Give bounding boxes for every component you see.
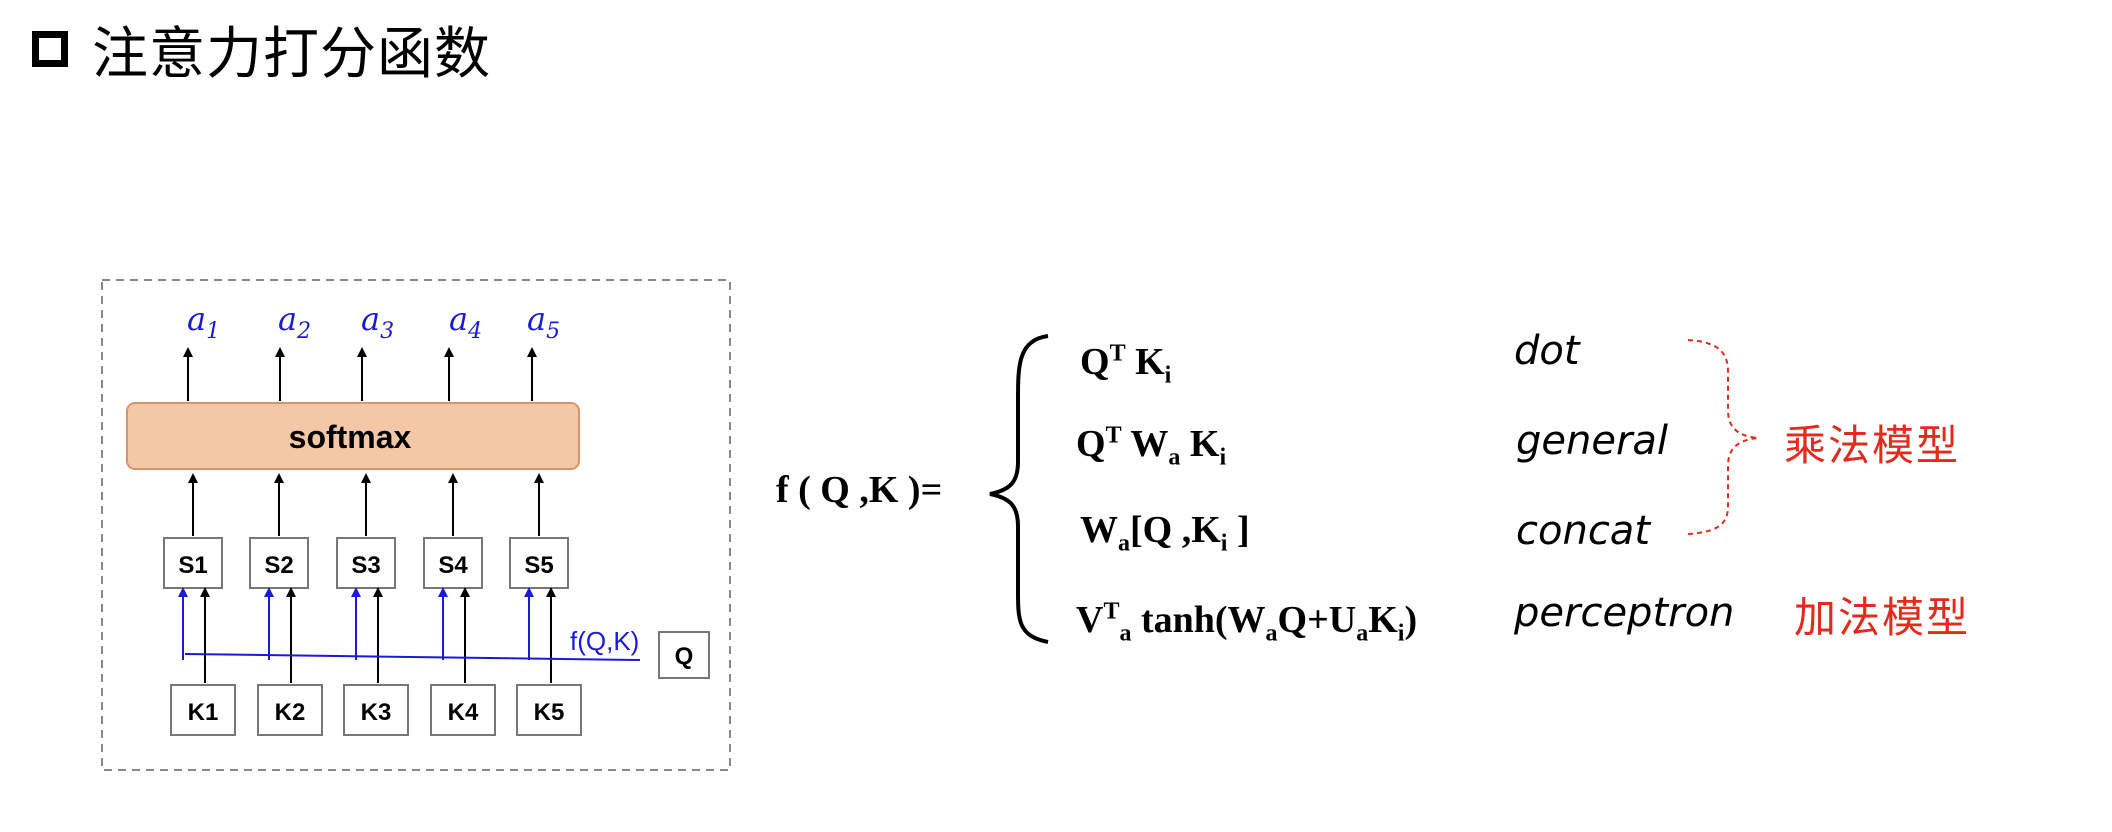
key-box <box>430 684 496 736</box>
dashed-frame <box>101 279 731 771</box>
score-label: S4 <box>438 552 468 579</box>
slide-title: 注意力打分函数 <box>32 14 491 87</box>
f-qk-label: f(Q,K) <box>570 626 639 656</box>
score-label: S2 <box>264 552 293 579</box>
output-label: a1 <box>187 300 220 344</box>
score-label: S1 <box>178 552 207 579</box>
bullet-square-icon <box>32 31 68 67</box>
mode-concat: concat <box>1516 508 1651 554</box>
score-box <box>249 537 309 589</box>
title-text: 注意力打分函数 <box>92 21 491 87</box>
softmax-box <box>126 402 580 470</box>
output-label: a5 <box>527 300 560 344</box>
formula-perceptron: VTa tanh(WaQ+UaKi) <box>1076 598 1418 647</box>
query-box <box>658 631 710 679</box>
key-label: K4 <box>448 699 479 726</box>
left-brace <box>989 334 1049 644</box>
formula-lhs: f ( Q ,K )= <box>776 469 943 511</box>
query-line <box>184 653 641 661</box>
query-label: Q <box>675 643 694 670</box>
formula-dot: QT Ki <box>1080 340 1172 389</box>
formula-general: QT Wa Ki <box>1076 422 1227 471</box>
score-label: S5 <box>524 552 553 579</box>
score-label: S3 <box>351 552 380 579</box>
key-box <box>343 684 409 736</box>
score-box <box>509 537 569 589</box>
key-label: K3 <box>361 699 392 726</box>
softmax-label: softmax <box>289 419 412 455</box>
score-box <box>336 537 396 589</box>
score-box <box>163 537 223 589</box>
key-box <box>170 684 236 736</box>
mode-dot: dot <box>1514 328 1580 374</box>
key-box <box>516 684 582 736</box>
multiplicative-model-label: 乘法模型 <box>1784 421 1961 470</box>
multiplicative-brace <box>1687 339 1759 535</box>
score-box <box>423 537 483 589</box>
key-label: K5 <box>534 699 565 726</box>
additive-model-label: 加法模型 <box>1794 593 1971 642</box>
key-label: K1 <box>188 699 219 726</box>
formula-concat: Wa[Q ,Ki ] <box>1080 509 1250 557</box>
mode-general: general <box>1516 418 1669 464</box>
output-label: a4 <box>449 300 482 344</box>
mode-perceptron: perceptron <box>1514 590 1735 636</box>
key-label: K2 <box>275 699 306 726</box>
output-label: a2 <box>278 300 311 344</box>
output-label: a3 <box>361 300 394 344</box>
key-box <box>257 684 323 736</box>
